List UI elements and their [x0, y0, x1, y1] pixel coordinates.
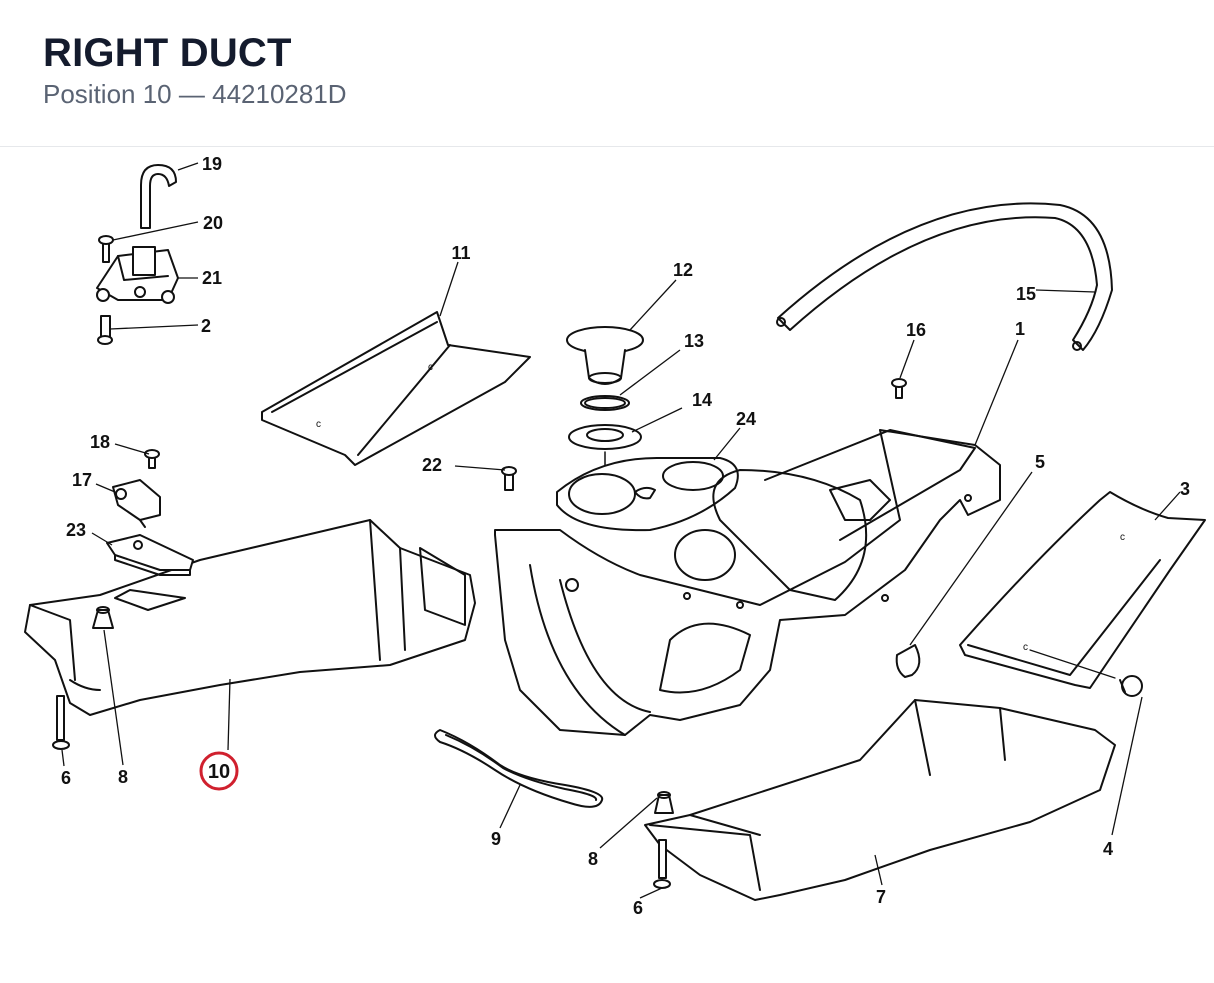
- callout-2[interactable]: 2: [201, 316, 211, 336]
- part-15-edge-strip[interactable]: [776, 202, 1113, 351]
- part-3-side-panel[interactable]: c c: [959, 491, 1206, 689]
- callout-16[interactable]: 16: [906, 320, 926, 340]
- part-2-screw[interactable]: [97, 315, 113, 345]
- callout-18[interactable]: 18: [90, 432, 110, 452]
- callout-4[interactable]: 4: [1103, 839, 1113, 859]
- callout-22[interactable]: 22: [422, 455, 442, 475]
- part-16-screw[interactable]: [891, 378, 907, 399]
- callout-14[interactable]: 14: [692, 390, 712, 410]
- part-6-screw-right[interactable]: [653, 839, 671, 889]
- svg-text:c: c: [316, 419, 321, 430]
- part-18-screw[interactable]: [144, 449, 160, 469]
- callout-20[interactable]: 20: [203, 213, 223, 233]
- callout-13[interactable]: 13: [684, 331, 704, 351]
- callout-8-left[interactable]: 8: [118, 767, 128, 787]
- header: RIGHT DUCT Position 10 — 44210281D: [0, 0, 1214, 147]
- highlight-ring: [199, 751, 239, 791]
- part-4-bolt[interactable]: [1029, 649, 1143, 697]
- part-24-plate[interactable]: [556, 456, 739, 532]
- callout-23[interactable]: 23: [66, 520, 86, 540]
- svg-text:c: c: [1023, 642, 1028, 653]
- part-20-screw[interactable]: [98, 235, 114, 263]
- part-12-cap[interactable]: [566, 326, 644, 385]
- part-19-hose[interactable]: [140, 164, 177, 229]
- callout-8-right[interactable]: 8: [588, 849, 598, 869]
- part-21-bracket[interactable]: [96, 246, 179, 304]
- part-8-grommet-right[interactable]: [654, 791, 674, 814]
- subtitle-separator: —: [178, 79, 205, 109]
- part-5-clip[interactable]: [895, 644, 921, 678]
- exploded-parts-diagram: c c: [24, 154, 1206, 918]
- part-23-plate[interactable]: [106, 534, 194, 576]
- callout-21[interactable]: 21: [202, 268, 222, 288]
- part-6-screw-left[interactable]: [52, 695, 70, 750]
- part-13-oring[interactable]: [580, 395, 630, 411]
- part-8-grommet-left[interactable]: [92, 606, 114, 629]
- part-17-bracket[interactable]: [112, 479, 161, 528]
- callout-10[interactable]: 10: [208, 761, 230, 783]
- part-22-screw[interactable]: [501, 466, 517, 491]
- part-11-panel[interactable]: c c: [261, 311, 531, 466]
- callout-24[interactable]: 24: [736, 409, 756, 429]
- callout-6-left[interactable]: 6: [61, 768, 71, 788]
- callout-17[interactable]: 17: [72, 470, 92, 490]
- part-1-tank-cover[interactable]: [494, 429, 1001, 736]
- callout-12[interactable]: 12: [673, 260, 693, 280]
- callout-15[interactable]: 15: [1016, 284, 1036, 304]
- callout-11[interactable]: 11: [451, 243, 470, 263]
- callout-19[interactable]: 19: [202, 154, 222, 174]
- part-9-gasket-strip[interactable]: [434, 729, 604, 808]
- callout-6-right[interactable]: 6: [633, 898, 643, 918]
- callout-1[interactable]: 1: [1015, 319, 1025, 339]
- part-7-duct[interactable]: [644, 699, 1116, 901]
- page-subtitle: Position 10 — 44210281D: [43, 79, 347, 109]
- position-label: Position 10: [43, 79, 172, 109]
- part-10-right-duct[interactable]: [24, 519, 476, 716]
- callout-3[interactable]: 3: [1180, 479, 1190, 499]
- page-title: RIGHT DUCT: [43, 31, 292, 75]
- callout-9[interactable]: 9: [491, 829, 501, 849]
- svg-text:c: c: [1120, 532, 1125, 543]
- callout-7[interactable]: 7: [876, 887, 886, 907]
- part-number: 44210281D: [212, 79, 347, 109]
- part-14-gasket[interactable]: [568, 424, 642, 471]
- callout-5[interactable]: 5: [1035, 452, 1045, 472]
- svg-text:c: c: [428, 362, 433, 373]
